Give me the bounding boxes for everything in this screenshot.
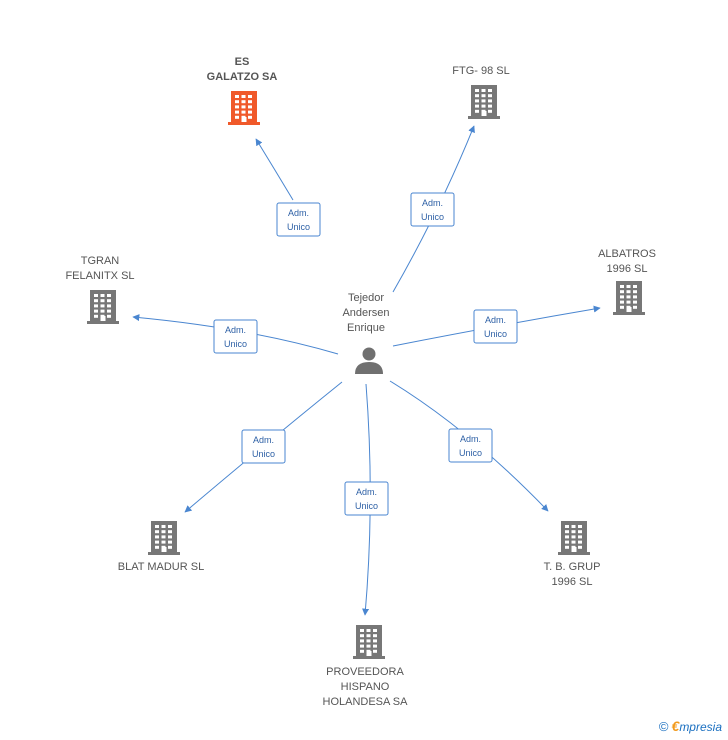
company-label-line: GALATZO SA [207, 71, 278, 83]
edge-label-text-line: Unico [287, 222, 310, 232]
company-label: ALBATROS 1996 SL [598, 248, 656, 275]
edge-es-galatzo [255, 138, 294, 201]
company-label-line: FELANITX SL [65, 270, 134, 282]
company-node-tb-grup[interactable]: T. B. GRUP 1996 SL [544, 521, 601, 588]
company-label-line: PROVEEDORA [326, 666, 404, 678]
edge-label-text-line: Unico [252, 449, 275, 459]
building-icon [87, 290, 119, 324]
edge-label-text-line: Adm. [225, 325, 246, 335]
company-node-proveedora[interactable]: PROVEEDORA HISPANO HOLANDESA SA [323, 625, 409, 708]
edge-label-box[interactable] [241, 429, 286, 464]
copyright-icon: © [658, 719, 669, 734]
edge-label-text: Adm. Unico [287, 208, 310, 232]
edge-label-albatros[interactable]: Adm. Unico [473, 309, 518, 344]
edge-labels-layer: Adm.UnicoAdm.UnicoAdm.UnicoAdm.UnicoAdm.… [213, 192, 518, 516]
edge-label-text: Adm. Unico [224, 325, 247, 349]
edge-label-text-line: Adm. [422, 198, 443, 208]
edge-label-box[interactable] [410, 192, 455, 227]
company-label-line: 1996 SL [552, 576, 593, 588]
company-label: T. B. GRUP 1996 SL [544, 561, 601, 588]
company-label-line: HISPANO [341, 681, 390, 693]
edge-label-box[interactable] [276, 202, 321, 237]
edge-label-blat-madur[interactable]: Adm. Unico [241, 429, 286, 464]
company-label-line: ES [235, 56, 250, 68]
company-label-line: ALBATROS [598, 248, 656, 260]
company-label-line: FTG- 98 SL [452, 65, 509, 77]
edge-label-text-line: Adm. [485, 315, 506, 325]
edge-label-tb-grup[interactable]: Adm. Unico [448, 428, 493, 463]
brand-logo-e: € [671, 718, 680, 734]
building-icon [353, 625, 385, 659]
edge-label-box[interactable] [213, 319, 258, 354]
company-node-tgran[interactable]: TGRAN FELANITX SL [65, 255, 135, 324]
company-node-albatros[interactable]: ALBATROS 1996 SL [598, 248, 656, 315]
person-label-line: Andersen [342, 307, 389, 319]
company-node-blat-madur[interactable]: BLAT MADUR SL [118, 521, 204, 573]
edge-label-proveedora[interactable]: Adm. Unico [344, 481, 389, 516]
company-label-line: T. B. GRUP [544, 561, 601, 573]
edge-label-text: Adm. Unico [252, 435, 275, 459]
edge-label-text-line: Adm. [253, 435, 274, 445]
edge-label-text-line: Unico [224, 339, 247, 349]
company-label: ES GALATZO SA [207, 56, 278, 83]
company-label: PROVEEDORA HISPANO HOLANDESA SA [323, 666, 409, 708]
edge-label-text: Adm. Unico [421, 198, 444, 222]
building-icon [468, 85, 500, 119]
building-icon [148, 521, 180, 555]
company-node-es-galatzo[interactable]: ES GALATZO SA [207, 56, 278, 125]
nodes-layer: ES GALATZO SA FTG- 98 SL ALBATROS 1996 SL TGR… [65, 56, 655, 708]
company-label-line: BLAT MADUR SL [118, 561, 204, 573]
person-label-line: Enrique [347, 322, 385, 334]
edge-label-ftg-98[interactable]: Adm. Unico [410, 192, 455, 227]
edge-label-text: Adm. Unico [355, 487, 378, 511]
edge-label-box[interactable] [448, 428, 493, 463]
company-node-ftg-98[interactable]: FTG- 98 SL [452, 65, 510, 119]
footer-brand[interactable]: ©€mpresia [659, 718, 722, 734]
company-label-line: HOLANDESA SA [323, 696, 409, 708]
edge-label-text-line: Adm. [356, 487, 377, 497]
edge-label-text-line: Unico [484, 329, 507, 339]
company-label-line: 1996 SL [607, 263, 648, 275]
edge-label-text: Adm. Unico [459, 434, 482, 458]
company-label: FTG- 98 SL [452, 65, 509, 77]
edge-label-text-line: Unico [421, 212, 444, 222]
building-icon [613, 281, 645, 315]
edge-label-tgran[interactable]: Adm. Unico [213, 319, 258, 354]
person-icon [355, 347, 383, 374]
person-label-line: Tejedor [348, 292, 384, 304]
company-label: TGRAN FELANITX SL [65, 255, 134, 282]
edge-label-box[interactable] [473, 309, 518, 344]
edge-label-text-line: Unico [459, 448, 482, 458]
brand-name: mpresia [679, 720, 722, 734]
edge-label-text-line: Adm. [460, 434, 481, 444]
edge-label-text-line: Adm. [288, 208, 309, 218]
building-icon [228, 91, 260, 125]
edge-label-text-line: Unico [355, 501, 378, 511]
building-icon [558, 521, 590, 555]
edge-label-es-galatzo[interactable]: Adm. Unico [276, 202, 321, 237]
company-label: BLAT MADUR SL [118, 561, 204, 573]
company-label-line: TGRAN [81, 255, 120, 267]
edge-label-text: Adm. Unico [484, 315, 507, 339]
edge-label-box[interactable] [344, 481, 389, 516]
